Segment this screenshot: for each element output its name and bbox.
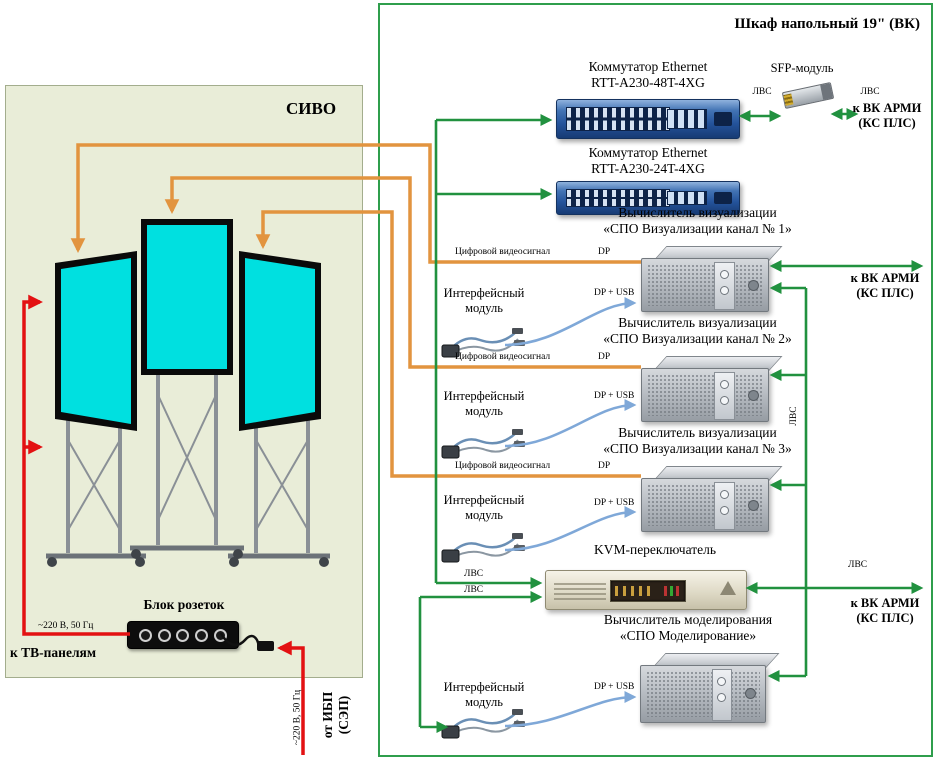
power-ac-label-left: ~220 В, 50 Гц xyxy=(38,621,94,631)
server-front-face xyxy=(641,478,769,532)
dp-usb-label-1: DP + USB xyxy=(594,288,635,298)
dp-label-1: DP xyxy=(598,247,611,257)
server1-label-line2: «СПО Визуализации канал № 1» xyxy=(603,220,792,236)
lan-label-kvm-2: ЛВС xyxy=(464,585,484,595)
digital-video-label-3: Цифровой видеосигнал xyxy=(455,461,551,471)
server2-label-line2: «СПО Визуализации канал № 2» xyxy=(603,330,792,346)
lan-label-kvm-1: ЛВС xyxy=(464,569,484,579)
lan-label-top-left: ЛВС xyxy=(752,87,772,97)
power-ac-label-bottom: ~220 В, 50 Гц xyxy=(292,689,303,746)
sivo-title: СИВО xyxy=(286,99,337,118)
switch1-label: Коммутатор Ethernet RTT-A230-48T-4XG xyxy=(558,59,738,91)
lan-label-top-right: ЛВС xyxy=(860,87,880,97)
lan-label-vertical: ЛВС xyxy=(789,406,799,426)
from-ups-line2: (СЭП) xyxy=(335,695,351,735)
dp-label-2: DP xyxy=(598,352,611,362)
to-arm-bottom: к ВК АРМИ (КС ПЛС) xyxy=(833,596,935,626)
from-ups-line1: от ИБП xyxy=(320,691,335,739)
switch-ports xyxy=(566,107,670,131)
modeling-label-line1: Вычислитель моделирования xyxy=(603,612,773,627)
server1-label-line1: Вычислитель визуализации xyxy=(618,205,777,220)
power-strip xyxy=(127,621,239,649)
digital-video-label-2: Цифровой видеосигнал xyxy=(455,352,551,362)
sfp-label: SFP-модуль xyxy=(770,61,834,75)
server3-label: Вычислитель визуализации «СПО Визуализац… xyxy=(590,425,805,457)
switch2-label-line2: RTT-A230-24T-4XG xyxy=(591,160,705,176)
interface-module-label-4: Интерфейсный модуль xyxy=(443,680,525,709)
server-front-face xyxy=(641,258,769,312)
switch1-label-line1: Коммутатор Ethernet xyxy=(588,59,708,74)
to-arm-line1: к ВК АРМИ xyxy=(850,271,920,285)
power-strip-label: Блок розеток xyxy=(143,597,225,612)
interface-module-icon xyxy=(441,429,525,459)
switch-uplink-ports xyxy=(667,109,707,129)
interface-module-label-3: Интерфейсный модуль xyxy=(443,493,525,522)
to-arm-line2: (КС ПЛС) xyxy=(858,115,916,130)
server2-label: Вычислитель визуализации «СПО Визуализац… xyxy=(590,315,805,347)
server-front-face xyxy=(640,665,766,723)
to-arm-mid: к ВК АРМИ (КС ПЛС) xyxy=(833,271,935,301)
server-visualization-2 xyxy=(641,356,783,422)
server1-label: Вычислитель визуализации «СПО Визуализац… xyxy=(590,205,805,237)
sivo-panel xyxy=(5,85,363,678)
switch2-label: Коммутатор Ethernet RTT-A230-24T-4XG xyxy=(558,145,738,177)
dp-usb-label-4: DP + USB xyxy=(594,682,635,692)
modeling-label: Вычислитель моделирования «СПО Моделиров… xyxy=(578,612,798,644)
server-front-face xyxy=(641,368,769,422)
dp-usb-label-2: DP + USB xyxy=(594,391,635,401)
dp-label-3: DP xyxy=(598,461,611,471)
kvm-display xyxy=(610,580,686,602)
server2-label-line1: Вычислитель визуализации xyxy=(618,315,777,330)
server-modeling xyxy=(640,653,780,723)
cabinet-title: Шкаф напольный 19" (ВК) xyxy=(734,16,920,32)
kvm-logo-icon xyxy=(720,581,736,595)
interface-module-icon xyxy=(441,533,525,563)
modeling-label-line2: «СПО Моделирование» xyxy=(619,627,757,643)
from-ups-label: от ИБП (СЭП) xyxy=(320,675,351,755)
to-arm-line1: к ВК АРМИ xyxy=(852,101,922,115)
digital-video-label-1: Цифровой видеосигнал xyxy=(455,247,551,257)
server-visualization-1 xyxy=(641,246,783,312)
switch-uplink-ports xyxy=(667,191,707,205)
switch-brand-plate xyxy=(714,112,732,126)
ethernet-switch-48t xyxy=(556,99,740,139)
kvm-front-text xyxy=(554,580,606,600)
server-visualization-3 xyxy=(641,466,783,532)
to-arm-top: к ВК АРМИ (КС ПЛС) xyxy=(845,101,929,131)
kvm-switch xyxy=(545,570,747,610)
to-arm-line1: к ВК АРМИ xyxy=(850,596,920,610)
switch-brand-plate xyxy=(714,192,732,204)
server3-label-line2: «СПО Визуализации канал № 3» xyxy=(603,440,792,456)
to-arm-line2: (КС ПЛС) xyxy=(856,285,914,300)
switch1-label-line2: RTT-A230-48T-4XG xyxy=(591,74,705,90)
kvm-label: KVM-переключатель xyxy=(593,542,717,557)
interface-module-label-2: Интерфейсный модуль xyxy=(443,389,525,418)
interface-module-label-1: Интерфейсный модуль xyxy=(443,286,525,315)
to-arm-line2: (КС ПЛС) xyxy=(856,610,914,625)
switch2-label-line1: Коммутатор Ethernet xyxy=(588,145,708,160)
lan-label-kvm-right: ЛВС xyxy=(848,560,868,570)
dp-usb-label-3: DP + USB xyxy=(594,498,635,508)
server3-label-line1: Вычислитель визуализации xyxy=(618,425,777,440)
to-tv-panels-label: к ТВ-панелям xyxy=(10,645,97,660)
